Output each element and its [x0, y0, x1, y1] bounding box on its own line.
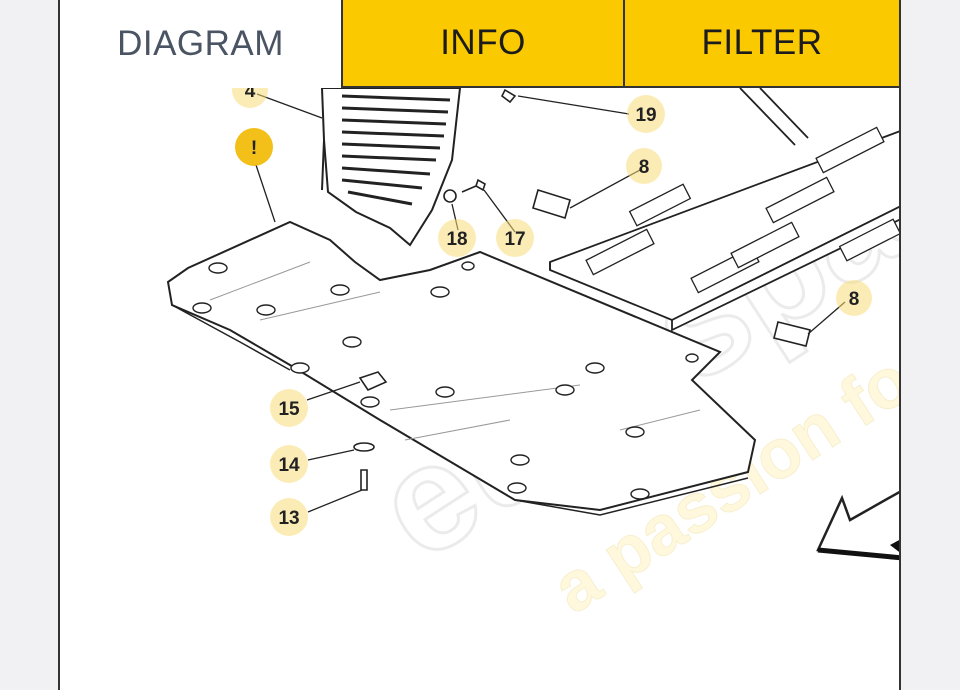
- svg-text:4: 4: [245, 81, 256, 102]
- callout-17[interactable]: 17: [496, 219, 534, 257]
- svg-text:19: 19: [635, 105, 656, 126]
- callout-18[interactable]: 18: [438, 219, 476, 257]
- svg-text:8: 8: [849, 289, 860, 310]
- upper-bracket-part: [320, 87, 462, 247]
- svg-text:15: 15: [278, 399, 300, 420]
- hardware-parts: [353, 88, 811, 491]
- svg-text:13: 13: [278, 508, 299, 529]
- leader-lines: [255, 93, 846, 513]
- screw-13: [360, 469, 368, 491]
- svg-text:18: 18: [446, 229, 467, 250]
- svg-text:17: 17: [504, 229, 525, 250]
- callout-13[interactable]: 13: [270, 498, 308, 536]
- direction-arrow-icon: [816, 490, 899, 561]
- parts-diagram: eurospare a passion for: [166, 54, 899, 628]
- right-frame-part: [549, 87, 899, 332]
- diagram-frame: DIAGRAM INFO FILTER eurospare a passion …: [58, 0, 901, 690]
- washer-18: [443, 189, 457, 203]
- tab-diagram[interactable]: DIAGRAM: [60, 0, 341, 88]
- svg-text:8: 8: [639, 157, 650, 178]
- bolt-17: [461, 178, 486, 193]
- washer-14: [353, 442, 375, 452]
- pad-8a: [532, 188, 571, 220]
- undertray-panel: [166, 220, 757, 516]
- svg-text:14: 14: [278, 455, 300, 476]
- svg-text:!: !: [251, 138, 257, 159]
- callout-14[interactable]: 14: [270, 445, 308, 483]
- tab-info[interactable]: INFO: [341, 0, 623, 88]
- clip-15: [358, 371, 388, 392]
- tab-filter[interactable]: FILTER: [623, 0, 899, 88]
- callout-19[interactable]: 19: [627, 95, 665, 133]
- callouts: 4 ! 19 8 18 17: [232, 72, 872, 536]
- bolt-19: [500, 88, 517, 104]
- tab-bar: DIAGRAM INFO FILTER: [60, 0, 899, 88]
- panel-fasteners: [192, 261, 699, 500]
- pad-8b: [773, 321, 811, 347]
- callout-8-upper[interactable]: 8: [626, 148, 662, 184]
- callout-15[interactable]: 15: [270, 389, 308, 427]
- callout-1[interactable]: !: [235, 128, 273, 166]
- callout-8-lower[interactable]: 8: [836, 280, 872, 316]
